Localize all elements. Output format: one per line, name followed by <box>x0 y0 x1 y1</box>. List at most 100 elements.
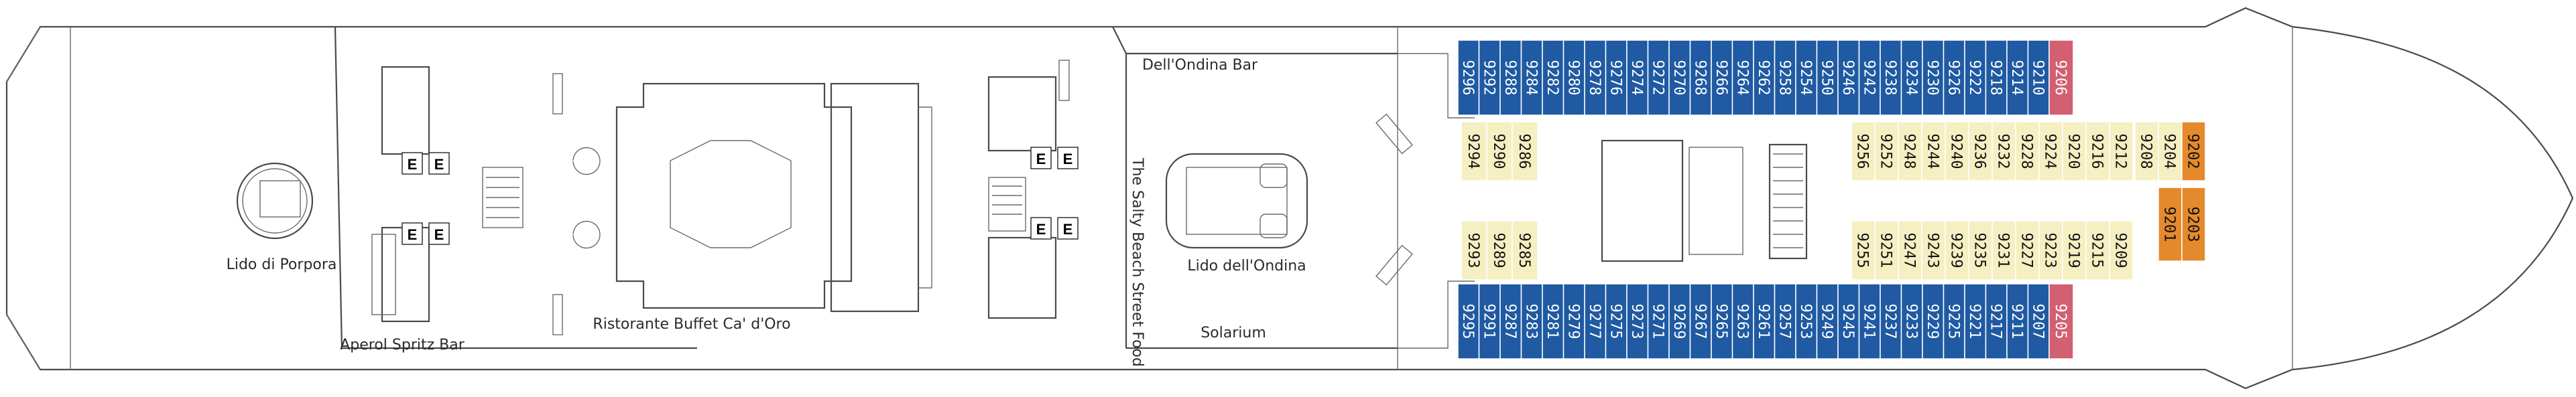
cabin-outer-bottom: 9295 <box>1459 304 1476 339</box>
cabin-outer-top: 9270 <box>1670 60 1687 96</box>
cabin-outer-top: 9222 <box>1966 60 1983 96</box>
cabin-outer-top: 9284 <box>1522 60 1539 96</box>
cabin-outer-top-cell <box>1478 39 1501 116</box>
lido-ondina-pool <box>1165 153 1308 249</box>
cabin-inner-top-mid-cell <box>1968 121 1993 181</box>
cabin-inner-top-fwd: 9208 <box>2138 134 2154 169</box>
cabin-outer-top: 9264 <box>1733 60 1750 96</box>
cabin-orange-bottom: 9201 <box>2161 207 2178 242</box>
cabin-outer-bottom: 9265 <box>1713 304 1729 339</box>
cabin-outer-bottom-cell <box>1478 283 1501 360</box>
elevator-group-aft: E E E E <box>402 152 450 245</box>
cabin-inner-top-mid-cell <box>1874 121 1899 181</box>
forward-corridor <box>1375 53 1808 349</box>
cabin-inner-bottom-mid-cell <box>2085 220 2110 281</box>
cabin-outer-bottom: 9257 <box>1776 304 1792 339</box>
cabin-inner-top-mid: 9224 <box>2042 134 2059 169</box>
cabin-inner-top-fwd: 9204 <box>2161 134 2178 169</box>
ondina-bar-label: Dell'Ondina Bar <box>1142 57 1258 74</box>
cabin-inner-bottom-mid-cell <box>2015 220 2040 281</box>
cabin-inner-top-mid-cell <box>2015 121 2040 181</box>
cabin-inner-top-mid-cell <box>2038 121 2063 181</box>
cabin-inner-bottom-mid: 9219 <box>2065 233 2082 268</box>
cabin-outer-top: 9278 <box>1586 60 1603 96</box>
cabin-outer-top-cell <box>1711 39 1733 116</box>
cabin-inner-top-mid: 9248 <box>1901 134 1918 169</box>
cabin-inner-top-mid: 9220 <box>2065 134 2082 169</box>
cabin-inner-bottom-mid-cell <box>2038 220 2063 281</box>
cabin-outer-bottom: 9275 <box>1607 304 1623 339</box>
cabin-outer-top: 9254 <box>1797 60 1814 96</box>
cabin-outer-bottom: 9263 <box>1733 304 1750 339</box>
cabin-orange-bottom-cell <box>2181 187 2206 262</box>
cabin-inner-top-mid-cell <box>2109 121 2134 181</box>
cabin-inner-top-mid: 9252 <box>1878 134 1894 169</box>
cabin-inner-top-mid-cell <box>1921 121 1946 181</box>
elevator-group-mid: E E E E <box>1030 147 1079 240</box>
cabin-inner-top-mid: 9256 <box>1854 134 1871 169</box>
cabin-outer-top: 9274 <box>1628 60 1645 96</box>
cabin-inner-bottom-mid-cell <box>2062 220 2087 281</box>
cabin-outer-top-cell <box>1900 39 1923 116</box>
solarium-label: Solarium <box>1201 325 1266 341</box>
cabin-outer-top: 9250 <box>1818 60 1835 96</box>
cabin-outer-bottom-cell <box>1731 283 1754 360</box>
cabin-outer-top-cell <box>1943 39 1965 116</box>
buffet-area <box>615 82 932 313</box>
cabin-outer-top-cell <box>1689 39 1712 116</box>
cabin-outer-bottom: 9269 <box>1670 304 1687 339</box>
cabin-outer-bottom-cell <box>1922 283 1945 360</box>
cabin-outer-bottom-cell <box>1774 283 1796 360</box>
aft-core <box>371 66 601 335</box>
cabin-inner-bottom-mid: 9231 <box>1995 233 2012 268</box>
cabin-outer-top-cell <box>1880 39 1902 116</box>
cabin-suite-top: 9206 <box>2052 60 2069 96</box>
cabin-outer-top: 9276 <box>1607 60 1623 96</box>
cabin-outer-top-cell <box>1816 39 1839 116</box>
cabin-inner-bottom-mid: 9209 <box>2112 233 2129 268</box>
cabin-orange-bottom-cell <box>2158 187 2183 262</box>
cabin-outer-top: 9272 <box>1649 60 1666 96</box>
cabin-inner-top-aft: 9286 <box>1516 134 1532 169</box>
cabin-outer-bottom: 9241 <box>1860 304 1877 339</box>
cabin-orange-top-cell <box>2181 121 2206 181</box>
cabin-outer-top: 9234 <box>1902 60 1919 96</box>
cabin-inner-bottom-mid-cell <box>1991 220 2016 281</box>
cabin-outer-bottom-cell <box>1943 283 1965 360</box>
cabin-outer-bottom-cell <box>1880 283 1902 360</box>
aperol-bar-label: Aperol Spritz Bar <box>340 337 465 353</box>
cabin-inner-bottom-mid: 9235 <box>1971 233 1988 268</box>
cabin-outer-top: 9242 <box>1860 60 1877 96</box>
hull-outline <box>5 7 2574 390</box>
cabin-outer-bottom-cell <box>1985 283 2008 360</box>
cabin-inner-top-aft-cell <box>1512 121 1538 181</box>
cabin-outer-top: 9266 <box>1713 60 1729 96</box>
cabin-outer-bottom-cell <box>1837 283 1860 360</box>
cabin-suite-bottom: 9205 <box>2052 304 2069 339</box>
cabin-outer-bottom-cell <box>1900 283 1923 360</box>
cabin-inner-bottom-mid: 9215 <box>2089 233 2105 268</box>
cabin-outer-bottom: 9229 <box>1924 304 1941 339</box>
cabin-outer-bottom-cell <box>1520 283 1543 360</box>
cabin-outer-top: 9296 <box>1459 60 1476 96</box>
buffet-label: Ristorante Buffet Ca' d'Oro <box>593 316 790 333</box>
cabin-outer-top: 9214 <box>2008 60 2025 96</box>
elevator-icon: E <box>1063 151 1073 167</box>
lido-porpora-label: Lido di Porpora <box>227 256 337 273</box>
cabin-outer-bottom: 9237 <box>1882 304 1898 339</box>
cabin-outer-bottom: 9249 <box>1818 304 1835 339</box>
cabin-inner-bottom-mid: 9227 <box>2018 233 2035 268</box>
cabin-outer-bottom-cell <box>2027 283 2050 360</box>
cabin-outer-bottom: 9217 <box>1987 304 2004 339</box>
cabin-outer-bottom: 9267 <box>1691 304 1708 339</box>
cabin-outer-top-cell <box>1837 39 1860 116</box>
lido-ondina-label: Lido dell'Ondina <box>1187 258 1306 274</box>
cabin-inner-bottom-mid-cell <box>1874 220 1899 281</box>
cabin-inner-top-aft: 9290 <box>1490 134 1507 169</box>
cabin-outer-bottom-cell <box>1626 283 1649 360</box>
cabin-outer-top-cell <box>1542 39 1565 116</box>
cabin-outer-top-cell <box>1858 39 1881 116</box>
cabin-outer-bottom: 9281 <box>1544 304 1560 339</box>
cabin-outer-top: 9226 <box>1945 60 1961 96</box>
